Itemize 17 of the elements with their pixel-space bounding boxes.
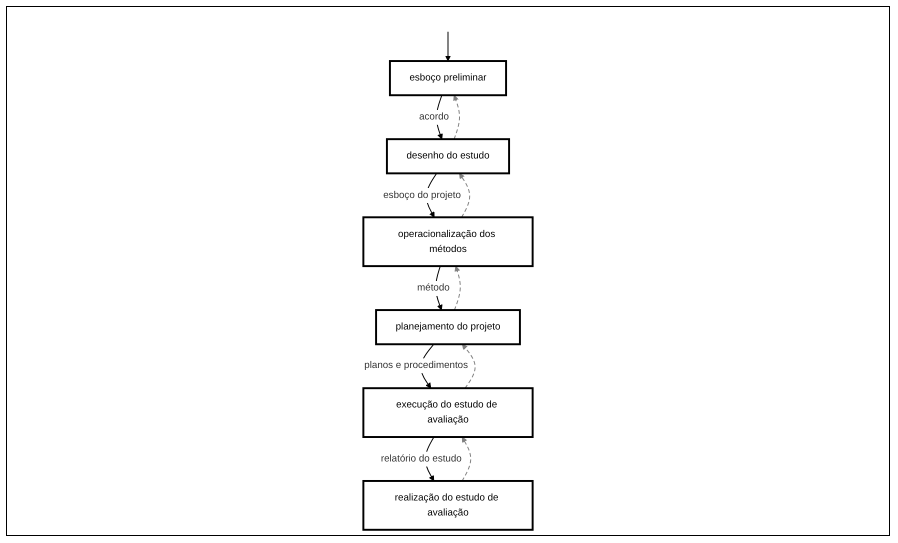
edge-label: acordo xyxy=(419,111,449,122)
node-box: planejamento do projeto xyxy=(375,309,521,346)
node-box: execução do estudo de avaliação xyxy=(362,387,534,438)
node-box: desenho do estudo xyxy=(386,138,510,174)
edge-label: relatório do estudo xyxy=(380,452,462,464)
arrow xyxy=(453,94,460,140)
edge-label: método xyxy=(417,282,450,294)
node-box: esboço preliminar xyxy=(388,60,508,96)
arrow xyxy=(459,173,470,218)
node-box: realização do estudo de avaliação xyxy=(362,480,534,531)
edge-label: esboço do projeto xyxy=(383,189,461,200)
node-box: operacionalização dos métodos xyxy=(362,216,534,268)
edge-label: planos e procedimentos xyxy=(364,360,468,371)
arrow xyxy=(462,344,476,389)
arrow xyxy=(445,31,451,62)
arrow xyxy=(454,266,461,311)
arrow xyxy=(462,436,472,482)
